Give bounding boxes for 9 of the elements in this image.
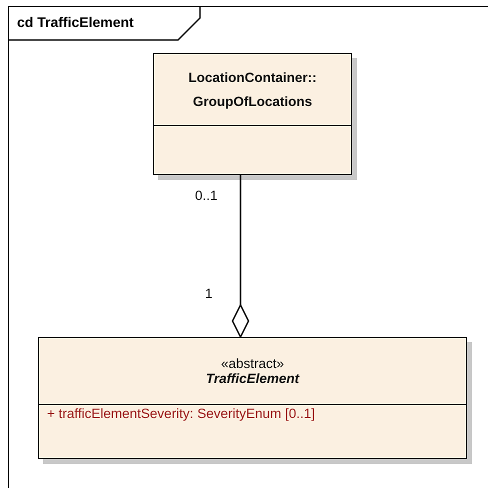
stereotype: «abstract» xyxy=(220,356,284,371)
aggregation-line xyxy=(232,175,250,338)
frame-title: cd TrafficElement xyxy=(17,14,134,30)
diagram-frame xyxy=(8,6,488,488)
class-name: TrafficElement xyxy=(206,371,300,386)
class-name: LocationContainer:: GroupOfLocations xyxy=(187,68,318,111)
attribute-text: + trafficElementSeverity: SeverityEnum [0..1] xyxy=(46,405,315,421)
multiplicity-label: 0..1 xyxy=(195,188,218,203)
multiplicity-label: 1 xyxy=(205,286,213,301)
